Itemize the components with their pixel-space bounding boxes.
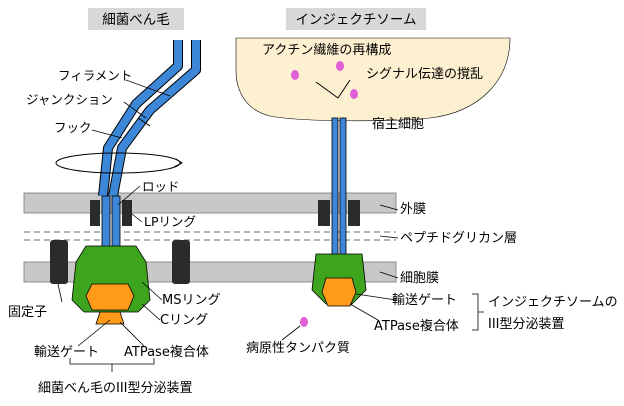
label-effector: 病原性タンパク質 <box>246 341 350 356</box>
label-actin: アクチン繊維の再構成 <box>262 42 391 58</box>
lp-ring <box>90 200 132 226</box>
effector-dot <box>291 70 299 80</box>
title-flagellum: 細菌べん毛 <box>102 12 170 28</box>
label-c-ring: Cリング <box>160 313 208 328</box>
label-hook: フック <box>54 120 92 135</box>
label-junction: ジャンクション <box>26 92 113 107</box>
label-export-gate-left: 輸送ゲート <box>34 345 99 360</box>
label-ms-ring: MSリング <box>162 293 220 308</box>
label-atpase-right: ATPase複合体 <box>374 318 459 334</box>
label-signal: シグナル伝達の撹乱 <box>366 67 483 82</box>
title-injectisome: インジェクチソーム <box>295 12 416 28</box>
label-injectisome-t3ss-2: III型分泌装置 <box>488 317 565 332</box>
secretin-ring <box>318 200 360 226</box>
stator-left <box>50 240 68 284</box>
label-lp-ring: LPリング <box>144 214 196 229</box>
label-atpase-left: ATPase複合体 <box>124 344 209 360</box>
label-host-cell: 宿主細胞 <box>372 116 424 132</box>
export-gate <box>95 311 125 325</box>
rotation-arrowhead <box>173 158 183 168</box>
brace-injectisome <box>472 293 484 331</box>
atpase-complex <box>85 283 135 311</box>
label-flagellar-t3ss: 細菌べん毛のIII型分泌装置 <box>38 381 193 396</box>
label-outer-membrane: 外膜 <box>400 202 426 217</box>
leader-lines <box>57 79 399 347</box>
label-filament: フィラメント <box>58 68 132 83</box>
needle-right <box>339 117 347 261</box>
rotation-arrow <box>55 152 181 174</box>
host-cell <box>235 37 511 122</box>
label-inner-membrane: 細胞膜 <box>400 271 439 286</box>
label-injectisome-t3ss-1: インジェクチソームの <box>488 295 618 310</box>
header-bg-right <box>286 8 426 30</box>
signal-arrows <box>315 79 351 99</box>
effector-dot <box>336 61 344 71</box>
brace-flagellum <box>69 358 155 372</box>
filament <box>98 40 201 197</box>
junction-mark <box>137 117 151 127</box>
label-rod: ロッド <box>142 179 180 194</box>
effector-dot <box>300 317 308 327</box>
label-peptidoglycan: ペプチドグリカン層 <box>400 231 517 246</box>
header-bg-left <box>88 8 184 30</box>
injectisome-atpase <box>321 277 357 307</box>
needle-left <box>331 117 339 261</box>
label-stator: 固定子 <box>8 305 47 320</box>
stator-right <box>172 240 190 284</box>
label-export-gate-right: 輸送ゲート <box>392 293 457 308</box>
effector-dot <box>350 89 358 99</box>
